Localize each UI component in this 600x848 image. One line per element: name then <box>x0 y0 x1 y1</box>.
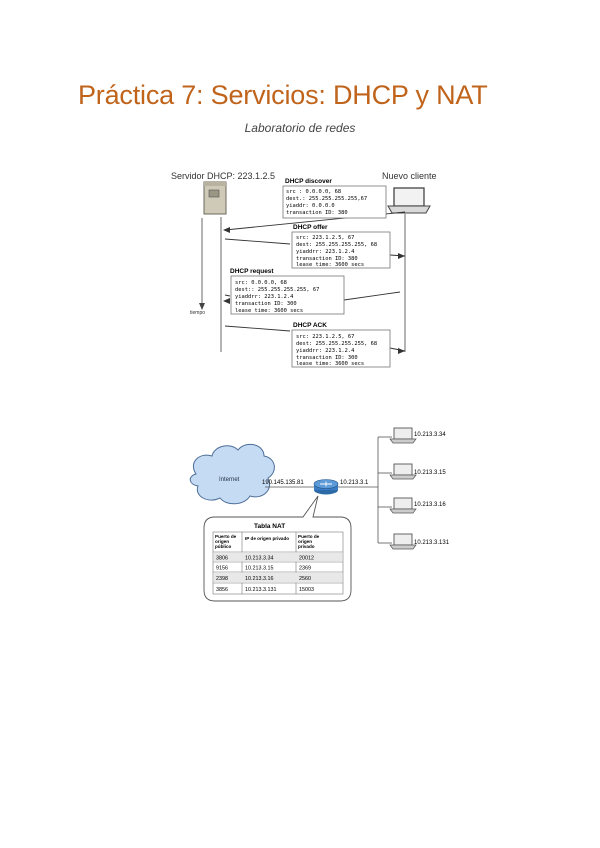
svg-text:DHCP offer: DHCP offer <box>293 224 328 231</box>
table-cell: 10.213.3.15 <box>245 566 273 572</box>
svg-text:yiaddr: 0.0.0.0: yiaddr: 0.0.0.0 <box>286 203 335 209</box>
router-icon <box>313 479 339 495</box>
svg-text:DHCP discover: DHCP discover <box>285 178 332 185</box>
svg-text:dest:: 255.255.255.255, 67: dest:: 255.255.255.255, 67 <box>235 287 319 293</box>
server-icon <box>203 181 227 215</box>
svg-text:src : 0.0.0.0, 68: src : 0.0.0.0, 68 <box>286 189 341 195</box>
table-cell: 3856 <box>216 587 228 593</box>
time-axis-label: tiempo <box>190 310 205 316</box>
host-ip-label: 10.213.3.131 <box>414 540 450 546</box>
nat-table-title: Tabla NAT <box>254 523 285 530</box>
table-cell: 9156 <box>216 566 228 572</box>
svg-text:dest: 255.255.255.255, 68: dest: 255.255.255.255, 68 <box>296 242 377 248</box>
cloud-label: Internet <box>219 477 240 483</box>
dhcp-discover-message: DHCP discover src : 0.0.0.0, 68 dest.: 2… <box>282 178 387 219</box>
svg-text:transaction ID: 300: transaction ID: 300 <box>296 355 358 361</box>
host-laptop-icon <box>389 533 417 550</box>
dhcp-ack-message: DHCP ACK src: 223.1.2.5, 67 dest: 255.25… <box>291 322 391 368</box>
public-ip-label: 190.145.135.81 <box>262 480 304 486</box>
svg-text:transaction ID: 300: transaction ID: 300 <box>235 301 297 307</box>
internet-cloud-icon <box>189 443 275 505</box>
table-cell: 15003 <box>299 587 314 593</box>
host-ip-label: 10.213.3.15 <box>414 470 446 476</box>
private-ip-label: 10.213.3.1 <box>340 480 369 486</box>
dhcp-offer-message: DHCP offer src: 223.1.2.5, 67 dest: 255.… <box>291 224 391 269</box>
table-cell: 2398 <box>216 576 228 582</box>
page-subtitle: Laboratorio de redes <box>244 121 356 135</box>
host-laptop-icon <box>389 463 417 480</box>
svg-text:lease time: 3600 secs: lease time: 3600 secs <box>296 262 364 268</box>
laptop-icon <box>387 187 431 214</box>
svg-text:yiaddrr: 223.1.2.4: yiaddrr: 223.1.2.4 <box>296 348 354 354</box>
table-cell: 10.213.3.34 <box>245 556 273 562</box>
svg-text:lease time: 3600 secs: lease time: 3600 secs <box>235 308 303 314</box>
host-ip-label: 10.213.3.34 <box>414 432 446 438</box>
svg-text:dest.: 255.255.255.255,67: dest.: 255.255.255.255,67 <box>286 196 367 202</box>
table-cell: 3806 <box>216 556 228 562</box>
table-header: IP de origen privado <box>245 536 289 541</box>
table-cell: 10.213.3.16 <box>245 576 273 582</box>
server-label: Servidor DHCP: 223.1.2.5 <box>171 171 275 181</box>
client-label: Nuevo cliente <box>382 171 437 181</box>
svg-text:src: 223.1.2.5, 67: src: 223.1.2.5, 67 <box>296 235 354 241</box>
svg-text:transaction ID: 380: transaction ID: 380 <box>296 256 358 262</box>
svg-text:src: 0.0.0.0, 68: src: 0.0.0.0, 68 <box>235 280 287 286</box>
svg-text:yiaddrr: 223.1.2.4: yiaddrr: 223.1.2.4 <box>296 249 354 255</box>
page-title: Práctica 7: Servicios: DHCP y NAT <box>78 80 488 110</box>
svg-text:lease time: 3600 secs: lease time: 3600 secs <box>296 361 364 367</box>
table-cell: 10.213.3.131 <box>245 587 276 593</box>
svg-text:yiaddrr: 223.1.2.4: yiaddrr: 223.1.2.4 <box>235 294 293 300</box>
svg-text:DHCP ACK: DHCP ACK <box>293 322 327 329</box>
table-cell: 2369 <box>299 566 311 572</box>
nat-table <box>212 531 344 595</box>
svg-text:dest: 255.255.255.255, 68: dest: 255.255.255.255, 68 <box>296 341 377 347</box>
host-laptop-icon <box>389 497 417 514</box>
dhcp-request-message: DHCP request src: 0.0.0.0, 68 dest:: 255… <box>230 268 345 315</box>
table-cell: 2560 <box>299 576 311 582</box>
svg-text:DHCP request: DHCP request <box>230 268 274 275</box>
svg-text:src: 223.1.2.5, 67: src: 223.1.2.5, 67 <box>296 334 354 340</box>
svg-text:transaction ID: 380: transaction ID: 380 <box>286 210 348 216</box>
host-laptop-icon <box>389 427 417 444</box>
host-ip-label: 10.213.3.16 <box>414 502 446 508</box>
table-cell: 20012 <box>299 556 314 562</box>
